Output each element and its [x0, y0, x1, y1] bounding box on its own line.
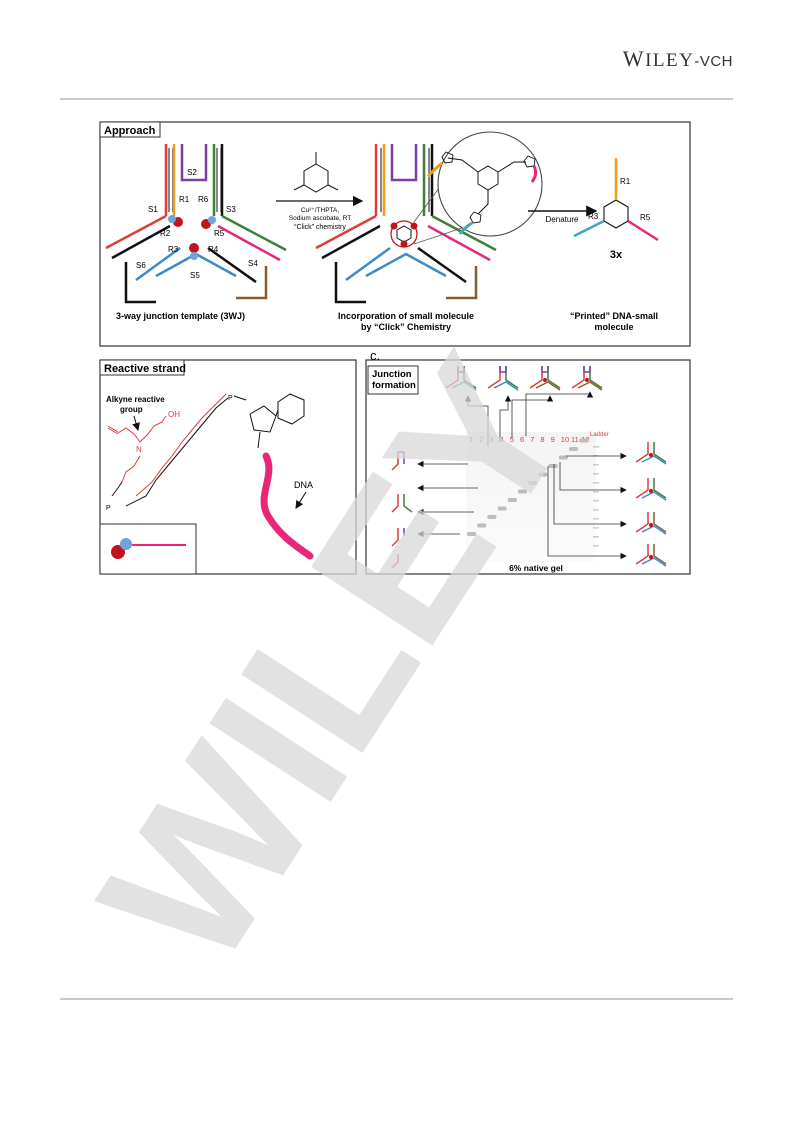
lane-label: 1	[469, 435, 473, 444]
ladder-band	[593, 500, 599, 502]
reagents-line-1: Cu²⁺/THPTA,	[301, 207, 340, 214]
panel-c-title-2: formation	[372, 380, 416, 391]
phosphate-p: P	[106, 505, 111, 512]
printed-product: R1 R3 R5 3x	[573, 158, 659, 261]
ladder-band	[593, 482, 599, 484]
label-s5: S5	[190, 271, 200, 280]
label-r6: R6	[198, 195, 209, 204]
3wj-template-diagram: S2 S1 S3 S4 S5 S6 R1 R2 R3 R4 R5 R6	[105, 144, 287, 304]
lane-label: 6	[520, 435, 524, 444]
product-r3: R3	[588, 212, 599, 221]
phosphate-top: P	[228, 395, 233, 402]
lane-label: 5	[510, 435, 514, 444]
label-r2: R2	[160, 229, 171, 238]
gel-band	[507, 498, 517, 502]
gel-band	[497, 506, 507, 511]
dna-label: DNA	[294, 480, 313, 490]
panel-a-frame	[99, 121, 691, 347]
lane-label: 7	[530, 435, 534, 444]
footer-rule	[60, 998, 733, 1000]
label-r1: R1	[179, 195, 190, 204]
zoom-inset	[437, 131, 543, 237]
panel-c-title-1: Junction	[372, 369, 412, 380]
panel-a-title-box	[99, 121, 161, 138]
alkyne-label-1: Alkyne reactive	[106, 395, 165, 404]
label-s6: S6	[136, 261, 146, 270]
ladder-band	[593, 491, 599, 493]
panel-b: b. Reactive strand OH N P P	[99, 359, 357, 575]
panel-a-title: Approach	[104, 125, 156, 137]
ladder-band	[593, 473, 599, 475]
reagents-line-3: “Click” chemistry	[294, 224, 346, 231]
lane-label: 4	[500, 435, 504, 444]
oh-label: OH	[168, 410, 180, 419]
lane-label: 3	[489, 435, 493, 444]
strand-icons-left	[391, 451, 413, 569]
gel-band	[538, 472, 548, 477]
product-r5: R5	[640, 213, 651, 222]
ladder-band	[593, 509, 599, 511]
gel-caption: 6% native gel	[509, 563, 563, 573]
ladder-band	[593, 527, 599, 529]
gel-band	[558, 455, 568, 460]
reactive-strand-structure: OH N P P DNA Alkyne reactive group	[106, 393, 314, 560]
gel-band	[548, 464, 558, 468]
gel-image	[466, 432, 596, 562]
ladder-label: Ladder	[590, 432, 609, 438]
reagent-trisazide: Cu²⁺/THPTA, Sodium ascobate, RT “Click” …	[276, 152, 364, 231]
label-r5: R5	[214, 229, 225, 238]
label-s2: S2	[187, 168, 197, 177]
caption-incorporation-2: by “Click” Chemistry	[361, 322, 451, 332]
ladder-band	[593, 545, 599, 547]
3wj-clicked-diagram	[315, 131, 543, 304]
panel-b-title: Reactive strand	[104, 363, 186, 375]
junction-icons-top	[445, 366, 603, 391]
gel-band	[569, 447, 578, 451]
panel-c: c. Junction formation 123456789101112 La…	[365, 348, 691, 575]
product-count: 3x	[610, 249, 623, 261]
lane-label: 11	[571, 435, 579, 444]
figure: a. Approach	[99, 121, 691, 575]
ladder-band	[593, 536, 599, 538]
gel-band	[467, 532, 476, 536]
panel-a: a. Approach	[99, 121, 691, 347]
reagents-line-2: Sodium ascobate, RT	[289, 215, 351, 222]
denature-label: Denature	[546, 215, 579, 224]
panel-c-label: c.	[370, 348, 380, 363]
gel-band	[528, 481, 538, 485]
caption-printed-2: molecule	[594, 322, 633, 332]
label-r3: R3	[168, 245, 179, 254]
label-s3: S3	[226, 205, 236, 214]
caption-printed-1: “Printed” DNA-small	[570, 311, 658, 321]
ladder-band	[593, 446, 599, 448]
ladder-band	[593, 518, 599, 520]
dna-strand	[260, 452, 314, 560]
gel-connector-lines	[417, 391, 627, 560]
product-r1: R1	[620, 177, 631, 186]
label-s1: S1	[148, 205, 158, 214]
lane-label: 2	[479, 435, 483, 444]
header-rule	[60, 98, 733, 100]
gel-band	[518, 489, 527, 494]
label-r4: R4	[208, 245, 219, 254]
gel-band	[477, 523, 487, 528]
lane-label: 10	[561, 435, 569, 444]
alkyne-label-2: group	[120, 405, 143, 414]
publisher-logo: WILEY-VCH	[622, 46, 733, 71]
lane-label: 8	[540, 435, 544, 444]
caption-incorporation-1: Incorporation of small molecule	[338, 311, 474, 321]
gel-band	[487, 515, 497, 519]
ladder-band	[593, 464, 599, 466]
label-s4: S4	[248, 259, 258, 268]
panel-c-title-box	[367, 365, 419, 395]
gel-band	[579, 438, 589, 443]
panel-b-title-box	[99, 359, 185, 376]
lane-label: 9	[551, 435, 555, 444]
caption-3wj: 3-way junction template (3WJ)	[116, 311, 245, 321]
gel-bands	[467, 438, 599, 547]
junction-icons-right	[635, 442, 667, 567]
n-label: N	[136, 445, 142, 454]
